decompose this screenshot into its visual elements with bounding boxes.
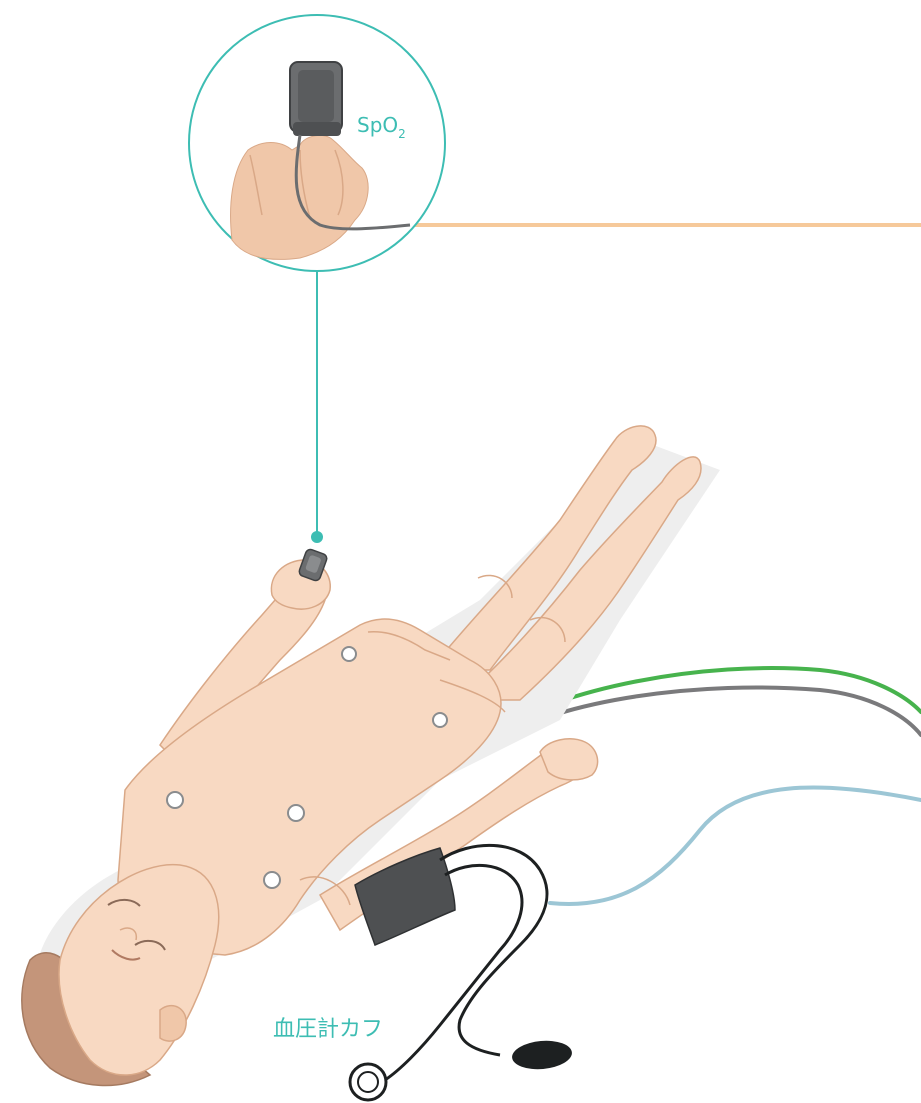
manikin-head <box>22 865 219 1086</box>
child-manikin <box>22 426 720 1100</box>
electrode-snap <box>288 805 304 821</box>
spo2-callout: SpO2 <box>189 15 445 543</box>
spo2-label-subscript: 2 <box>398 127 406 141</box>
pressure-gauge-icon <box>350 1064 386 1100</box>
callout-leader-dot <box>311 531 323 543</box>
bp-cuff-label: 血圧計カフ <box>273 1017 383 1042</box>
electrode-snap <box>167 792 183 808</box>
spo2-label-main: SpO <box>357 113 398 137</box>
electrode-snap <box>264 872 280 888</box>
bp-cuff-icon <box>350 845 573 1100</box>
inflation-bulb-icon <box>511 1038 573 1071</box>
electrode-snap <box>433 713 447 727</box>
electrode-snap <box>342 647 356 661</box>
cable-blue <box>550 788 921 905</box>
